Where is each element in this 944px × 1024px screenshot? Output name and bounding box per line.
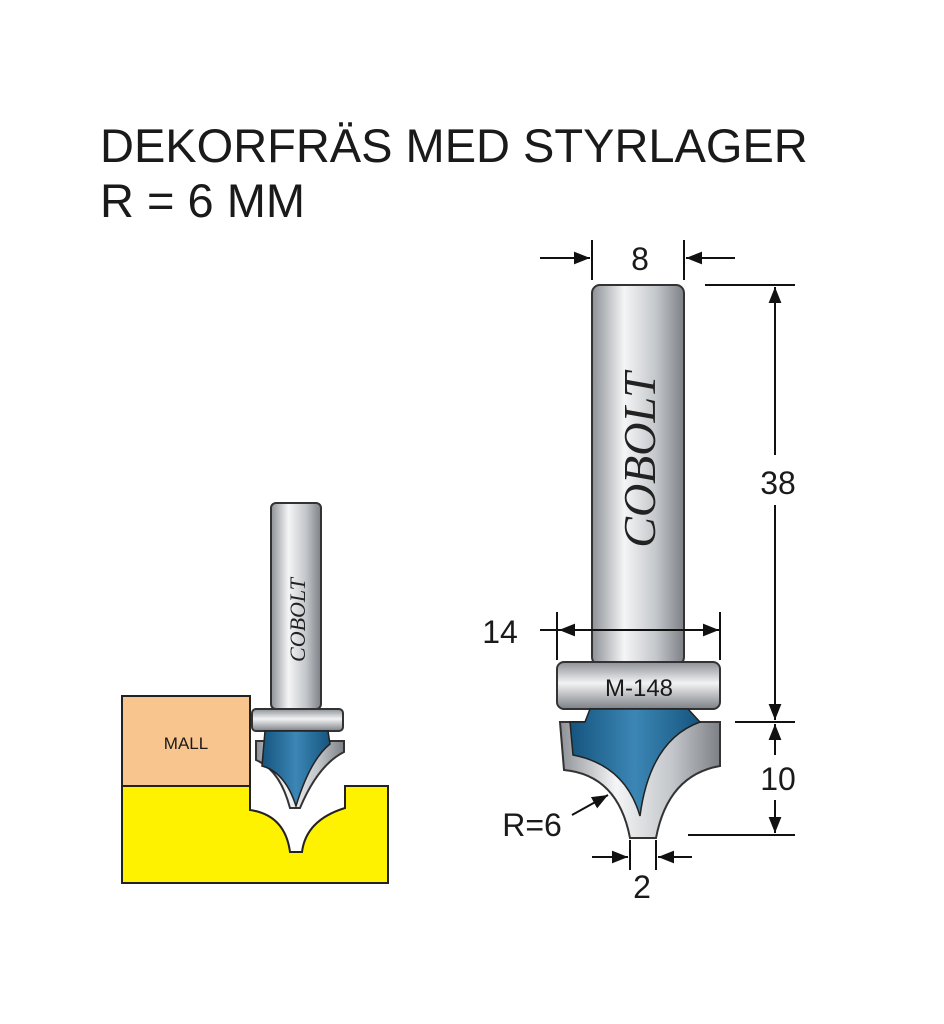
cutter-body [261,730,331,809]
template-label: MALL [164,734,208,753]
bearing [251,708,344,732]
model-code: M-148 [605,675,673,702]
workpiece [121,785,389,884]
dim-tip-width: 2 [633,869,651,905]
title-line-1: DEKORFRÄS MED STYRLAGER [100,119,808,172]
title-line-2: R = 6 MM [100,174,305,227]
template-block [121,695,251,787]
dim-shank-diameter: 8 [631,241,649,277]
usage-figure: MALL COBOLT [121,502,389,884]
brand-text: COBOLT [285,576,310,662]
dim-bearing-diameter: 14 [482,614,518,650]
dim-cutting-height: 10 [760,761,796,797]
dim-radius: R=6 [502,807,562,843]
dim-shank-length: 38 [760,465,796,501]
bit-figure: COBOLT M-148 8 38 10 14 R=6 [482,240,796,905]
brand-text: COBOLT [614,369,665,548]
cutter-body [569,708,702,817]
